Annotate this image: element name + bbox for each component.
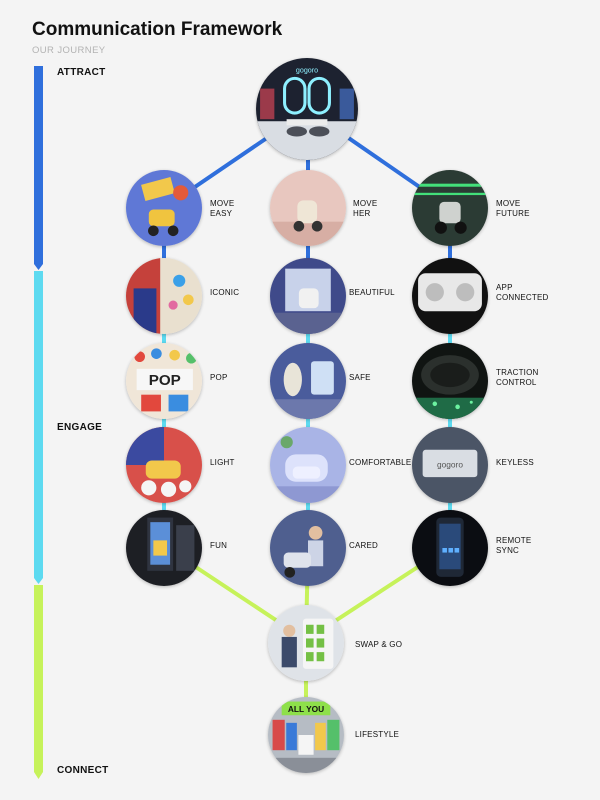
lifestyle-photo: ALL YOU xyxy=(268,697,344,773)
lifestyle-label: LIFESTYLE xyxy=(355,730,400,739)
fun-photo xyxy=(126,510,202,586)
iconic-label: ICONIC xyxy=(210,288,240,297)
light-photo xyxy=(126,427,202,503)
move-her-label: MOVE HER xyxy=(353,199,378,218)
phase-label-engage: ENGAGE xyxy=(57,422,103,433)
move-future-photo xyxy=(412,170,488,246)
phase-bar-engage-arrow xyxy=(34,578,43,584)
phase-bar-attract xyxy=(34,66,43,264)
remote-sync-photo xyxy=(412,510,488,586)
pop-sign-text: POP xyxy=(149,372,181,389)
beautiful-label: BEAUTIFUL xyxy=(349,288,395,297)
pop-label: POP xyxy=(210,373,228,382)
iconic-photo xyxy=(126,258,202,334)
traction-control-photo xyxy=(412,343,488,419)
beautiful-photo xyxy=(270,258,346,334)
phase-bar-connect xyxy=(34,585,43,772)
hero-showroom-photo: gogoro xyxy=(256,58,358,160)
app-connected-label: APP CONNECTED xyxy=(496,283,549,302)
safe-label: SAFE xyxy=(349,373,371,382)
comfortable-photo xyxy=(270,427,346,503)
page-title: Communication Framework xyxy=(32,19,283,40)
remote-sync-label: REMOTE SYNC xyxy=(496,536,532,555)
move-future-label: MOVE FUTURE xyxy=(496,199,530,218)
lifestyle-sign-text: ALL YOU xyxy=(288,704,324,714)
move-her-photo xyxy=(270,170,346,246)
phase-bar-attract-arrow xyxy=(34,264,43,270)
traction-control-label: TRACTION CONTROL xyxy=(496,368,539,387)
swap-go-label: SWAP & GO xyxy=(355,640,403,649)
page-subtitle: OUR JOURNEY xyxy=(32,45,106,56)
swap-go-photo xyxy=(268,605,344,681)
light-label: LIGHT xyxy=(210,458,235,467)
phase-label-connect: CONNECT xyxy=(57,765,109,776)
move-easy-photo xyxy=(126,170,202,246)
cared-photo xyxy=(270,510,346,586)
phase-label-attract: ATTRACT xyxy=(57,67,106,78)
cared-label: CARED xyxy=(349,541,379,550)
phase-bar-engage xyxy=(34,271,43,578)
app-connected-photo xyxy=(412,258,488,334)
comfortable-label: COMFORTABLE xyxy=(349,458,412,467)
move-easy-label: MOVE EASY xyxy=(210,199,235,218)
hero-logo-text: gogoro xyxy=(296,66,318,74)
keyless-card-text: gogoro xyxy=(437,459,463,469)
pop-photo: POP xyxy=(126,343,202,419)
safe-photo xyxy=(270,343,346,419)
fun-label: FUN xyxy=(210,541,228,550)
keyless-label: KEYLESS xyxy=(496,458,534,467)
phase-bar-connect-arrow xyxy=(34,772,43,779)
keyless-photo: gogoro xyxy=(412,427,488,503)
